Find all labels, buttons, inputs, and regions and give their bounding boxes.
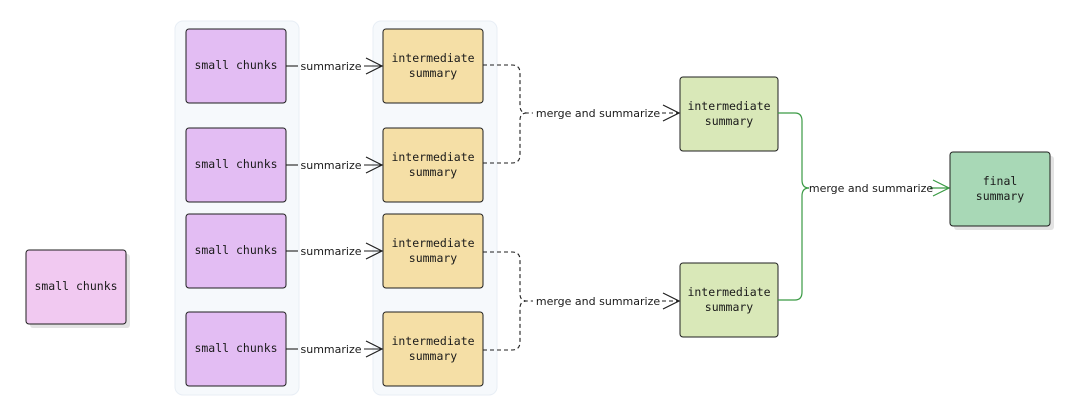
arrow-head-icon xyxy=(932,179,951,197)
final-summary-node: final summary xyxy=(949,151,1054,230)
arrow-head-icon xyxy=(365,340,384,358)
merged-intermediate-label-line2: summary xyxy=(705,300,754,314)
intermediate-group xyxy=(372,20,498,396)
merge-label: merge and summarize xyxy=(809,182,933,195)
chunk-label: small chunks xyxy=(194,58,277,72)
intermediate-label-line1: intermediate xyxy=(391,150,474,164)
summarize-label: summarize xyxy=(301,343,362,356)
intermediate-label-line1: intermediate xyxy=(391,51,474,65)
merge-label: merge and summarize xyxy=(536,295,660,308)
arrow-head-icon xyxy=(365,57,384,75)
standalone-chunk-node: small chunks xyxy=(25,249,130,328)
merge-edge-final: merge and summarize xyxy=(778,112,951,301)
merged-intermediate-node-1: intermediate summary xyxy=(679,76,779,152)
merged-intermediate-label-line1: intermediate xyxy=(687,99,770,113)
final-summary-label-line2: summary xyxy=(976,189,1025,203)
merged-intermediate-label-line2: summary xyxy=(705,114,754,128)
standalone-chunk-box xyxy=(25,249,127,325)
summarize-edge-1: summarize xyxy=(286,57,384,75)
merged-intermediate-node-2: intermediate summary xyxy=(679,262,779,338)
final-summary-box xyxy=(949,151,1051,227)
intermediate-label-line1: intermediate xyxy=(391,334,474,348)
chunk-label: small chunks xyxy=(194,157,277,171)
merged-intermediate-box xyxy=(679,76,779,152)
summarize-label: summarize xyxy=(301,245,362,258)
merge-edge-top: merge and summarize xyxy=(483,64,681,164)
summarize-edge-2: summarize xyxy=(286,156,384,174)
summarize-label: summarize xyxy=(301,60,362,73)
summarize-edge-3: summarize xyxy=(286,242,384,260)
final-summary-label-line1: final xyxy=(983,174,1018,188)
summarize-edge-4: summarize xyxy=(286,340,384,358)
merged-intermediate-label-line1: intermediate xyxy=(687,285,770,299)
arrow-head-icon xyxy=(365,156,384,174)
chunk-label: small chunks xyxy=(194,243,277,257)
summarize-label: summarize xyxy=(301,159,362,172)
merge-label: merge and summarize xyxy=(536,107,660,120)
arrow-head-icon xyxy=(662,104,681,122)
intermediate-label-line1: intermediate xyxy=(391,236,474,250)
intermediate-node-2: intermediate summary xyxy=(382,127,484,203)
intermediate-node-4: intermediate summary xyxy=(382,311,484,387)
chunk-node-4: small chunks xyxy=(185,311,287,387)
arrow-head-icon xyxy=(662,292,681,310)
chunk-label: small chunks xyxy=(194,341,277,355)
chunk-node-1: small chunks xyxy=(185,28,287,104)
intermediate-label-line2: summary xyxy=(409,66,458,80)
arrow-head-icon xyxy=(365,242,384,260)
intermediate-label-line2: summary xyxy=(409,349,458,363)
standalone-chunk-label: small chunks xyxy=(34,279,117,293)
chunk-group xyxy=(174,20,300,396)
chunk-node-2: small chunks xyxy=(185,127,287,203)
chunk-node-3: small chunks xyxy=(185,213,287,289)
intermediate-label-line2: summary xyxy=(409,251,458,265)
intermediate-label-line2: summary xyxy=(409,165,458,179)
merge-edge-bottom: merge and summarize xyxy=(483,251,681,351)
intermediate-node-1: intermediate summary xyxy=(382,28,484,104)
intermediate-node-3: intermediate summary xyxy=(382,213,484,289)
